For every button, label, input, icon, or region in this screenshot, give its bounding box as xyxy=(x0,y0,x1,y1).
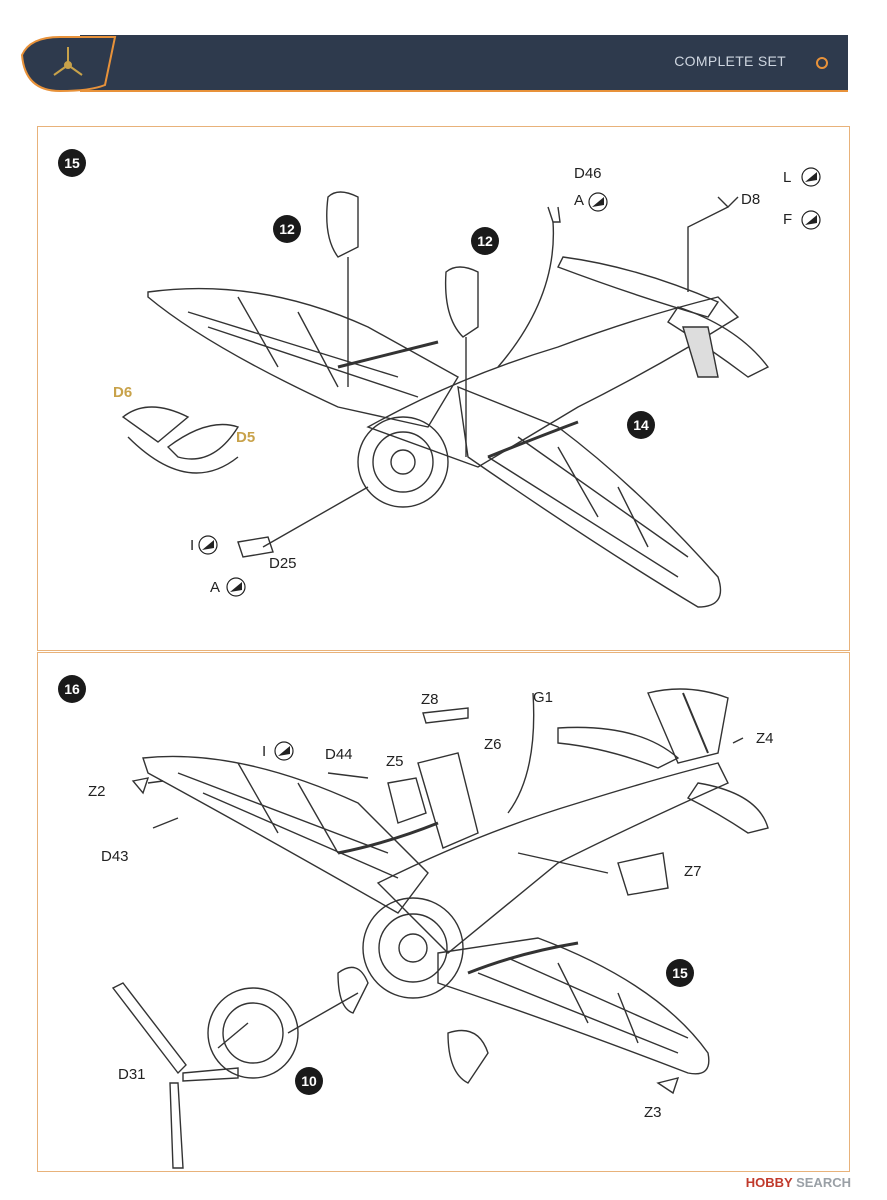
part-label-d6: D6 xyxy=(113,384,133,401)
sub-assembly-ref-12-left: 12 xyxy=(273,215,301,243)
part-label-d46: D46 xyxy=(574,165,602,182)
part-label-d44: D44 xyxy=(325,746,353,763)
paint-label-i: I xyxy=(262,743,267,760)
part-label-d8: D8 xyxy=(741,191,761,208)
step-15-aircraft-drawing xyxy=(121,167,821,608)
step-15-panel: 15 12 12 14 D46 A L D8 F D6 D5 I D25 A xyxy=(37,126,850,651)
sub-assembly-ref-14: 14 xyxy=(627,411,655,439)
header-bar: COMPLETE SET xyxy=(80,35,848,92)
paint-label-l: L xyxy=(783,169,792,186)
watermark: HOBBY SEARCH xyxy=(746,1175,851,1190)
paint-label-f: F xyxy=(783,211,793,228)
watermark-suffix: SEARCH xyxy=(796,1175,851,1190)
part-label-d31: D31 xyxy=(118,1066,146,1083)
part-label-d43: D43 xyxy=(101,848,129,865)
sub-assembly-ref-15: 15 xyxy=(666,959,694,987)
paint-label-a: A xyxy=(574,192,585,209)
step-number-15: 15 xyxy=(58,149,86,177)
part-label-z2: Z2 xyxy=(88,783,106,800)
part-label-z8: Z8 xyxy=(421,691,439,708)
watermark-brand: HOBBY xyxy=(745,1175,793,1190)
paint-label-a-2: A xyxy=(210,579,221,596)
part-label-z6: Z6 xyxy=(484,736,502,753)
step-number-16: 16 xyxy=(58,675,86,703)
part-label-d5: D5 xyxy=(236,429,256,446)
part-label-d25: D25 xyxy=(269,555,297,572)
step-16-panel: 16 15 10 Z8 G1 I D44 Z5 Z6 Z4 Z2 D43 Z7 … xyxy=(37,652,850,1172)
sub-assembly-ref-12-right: 12 xyxy=(471,227,499,255)
sub-assembly-ref-10: 10 xyxy=(295,1067,323,1095)
step-16-aircraft-drawing xyxy=(111,688,769,1169)
part-label-z7: Z7 xyxy=(684,863,702,880)
paint-label-i: I xyxy=(190,537,195,554)
header-title: COMPLETE SET xyxy=(674,53,786,69)
header: COMPLETE SET xyxy=(20,35,848,93)
brand-logo xyxy=(20,36,117,93)
header-dot-icon xyxy=(816,57,828,69)
part-label-z3: Z3 xyxy=(644,1104,662,1121)
part-label-g1: G1 xyxy=(533,689,554,706)
part-label-z4: Z4 xyxy=(756,730,774,747)
part-label-z5: Z5 xyxy=(386,753,404,770)
